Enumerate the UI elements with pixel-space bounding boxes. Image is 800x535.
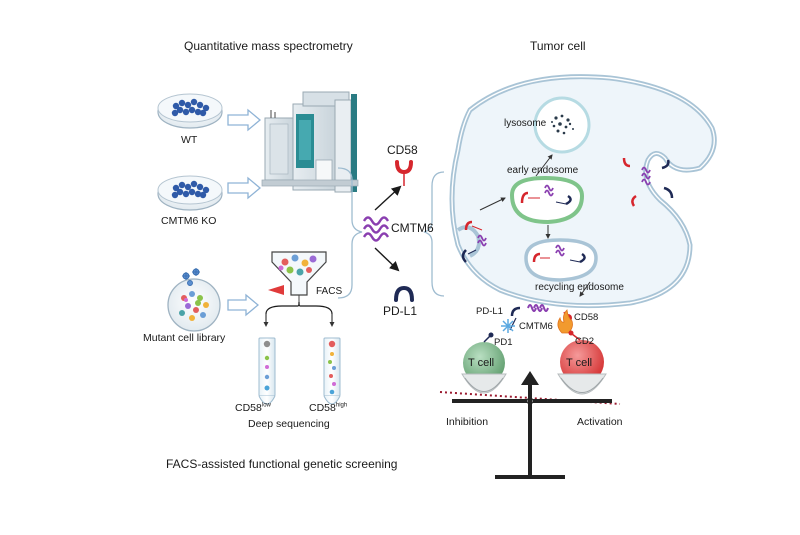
cd58-high-label: CD58high [309,402,348,414]
pd1-label: PD1 [494,337,513,348]
library-label: Mutant cell library [143,332,226,344]
t-cell-left-label: T cell [468,357,495,369]
tumor-cell-title: Tumor cell [530,39,586,53]
pdl1-molecule-icon [394,285,414,302]
facs-screen-title: FACS-assisted functional genetic screeni… [166,457,398,471]
cmtm6-protein-icon [362,216,390,242]
mass-spectrometer [261,91,359,193]
recycling-endosome [524,238,598,282]
inhibition-label: Inhibition [446,416,489,428]
lysosome-label: lysosome [504,118,547,129]
cmtm6-membrane-label: CMTM6 [519,321,553,332]
membrane-proteins-left [461,220,487,263]
pdl1-label: PD-L1 [383,304,418,318]
ko-to-ms-arrow [227,176,262,200]
t-cell-right-label: T cell [566,357,593,369]
t-cell-left [461,332,507,394]
mass-spec-title: Quantitative mass spectrometry [184,39,353,53]
snowflake-icon [501,319,515,333]
activation-label: Activation [577,416,623,428]
low-tube [258,337,276,405]
deep-sequencing-label: Deep sequencing [248,418,330,430]
high-tube [323,337,341,405]
cd58-label: CD58 [387,143,418,157]
cmtm6-to-cd58-arrow [374,185,402,211]
laser-icon [268,285,284,295]
cd58-membrane-label: CD58 [574,312,599,323]
t-cell-right [557,330,607,395]
membrane-proteins-right [622,157,674,207]
flame-icon [557,309,573,334]
wt-label: WT [181,134,198,146]
endosome-to-lysosome-arrow [535,154,553,177]
cd58-molecule-icon [395,160,413,186]
early-endosome-label: early endosome [507,165,579,176]
lysosome [533,96,591,154]
ko-petri-dish [157,175,223,211]
facs-label: FACS [316,286,343,297]
sorting-brace [265,301,333,315]
cmtm6-to-pdl1-arrow [374,247,400,272]
ko-label: CMTM6 KO [161,215,217,227]
virus-particles-icon [182,268,200,286]
recycling-to-membrane-arrow [579,281,591,297]
pdl1-membrane-label: PD-L1 [476,306,503,317]
recycling-endosome-label: recycling endosome [535,282,624,293]
wt-petri-dish [157,93,223,129]
balance-scale [439,371,621,479]
left-bracket [337,167,363,299]
mutant-library-dish [167,278,221,332]
facs-sorter [271,251,327,304]
right-bracket [423,171,445,297]
wt-to-ms-arrow [227,108,262,132]
membrane-to-endosome-arrow [479,197,506,211]
cd58-low-label: CD58low [235,402,271,414]
cd2-label: CD2 [575,336,595,347]
library-to-facs-arrow [227,293,260,317]
cmtm6-label: CMTM6 [391,221,434,235]
early-endosome [509,175,585,225]
